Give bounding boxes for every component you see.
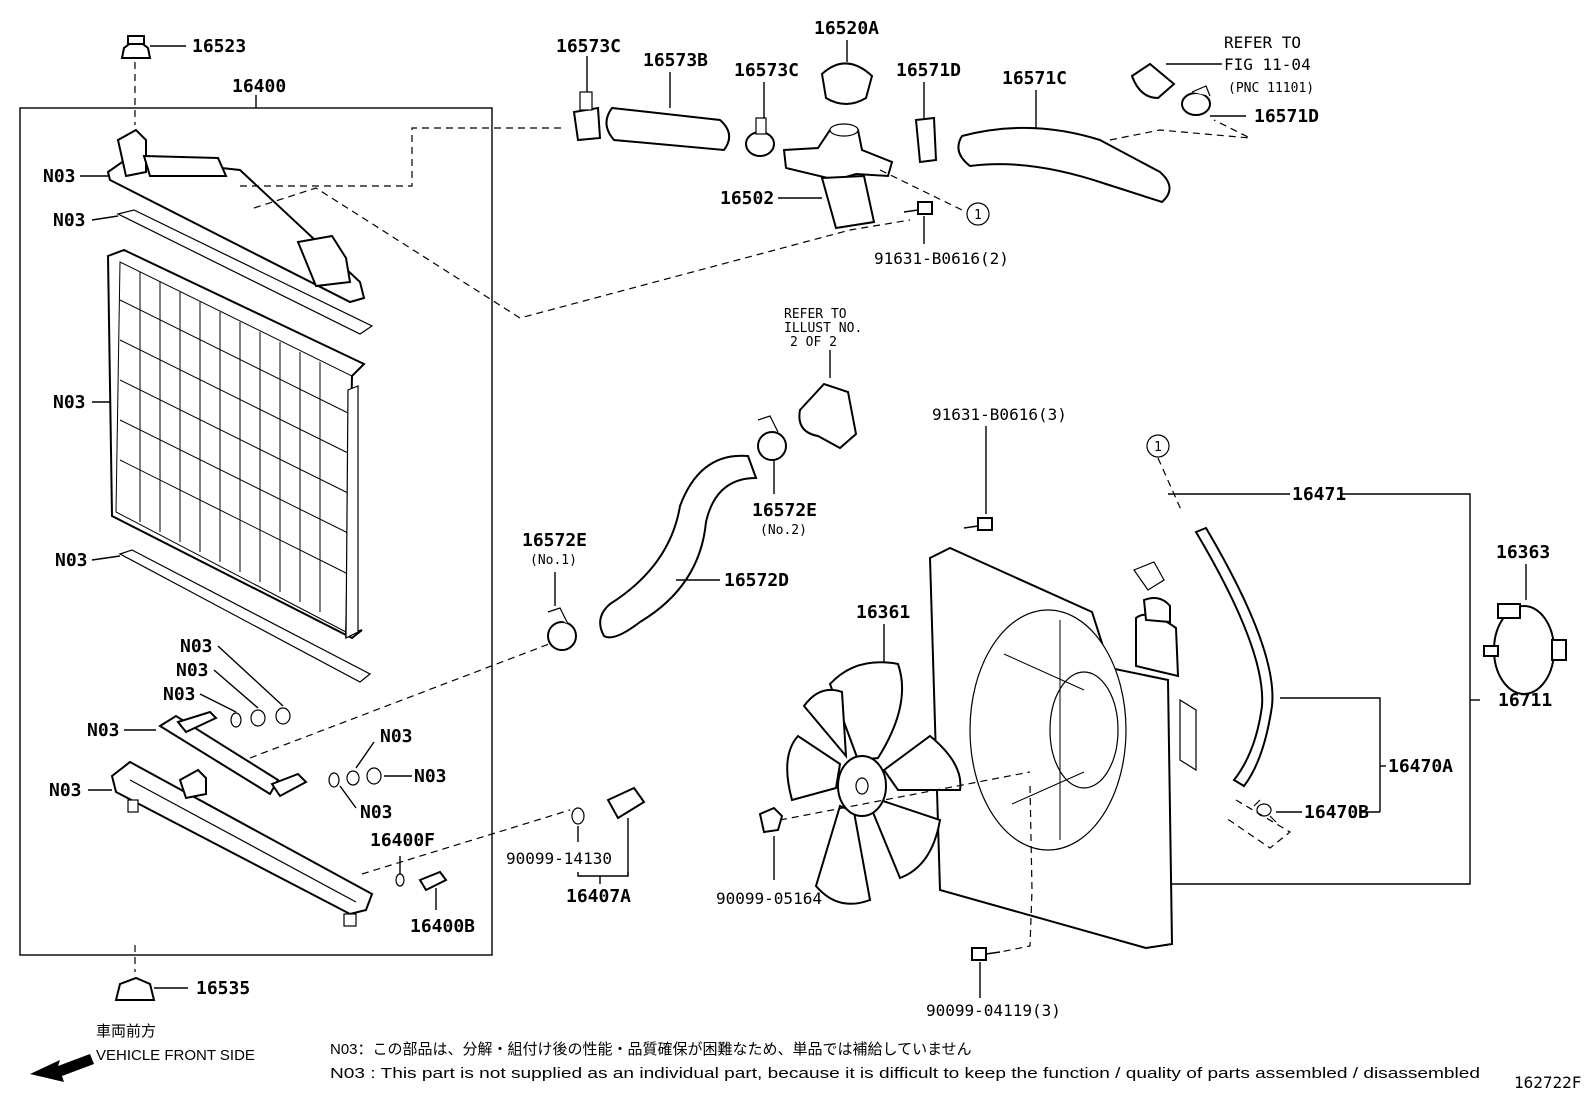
fan-motor-16363[interactable] (1483, 603, 1567, 695)
label-n03-lower-gasket[interactable]: N03 (55, 550, 88, 571)
label-n03-core[interactable]: N03 (53, 392, 86, 413)
bolt-91631-B0616-3[interactable] (963, 517, 993, 531)
cooling-fan-16361[interactable] (786, 661, 962, 905)
label-n03-upper-gasket[interactable]: N03 (53, 210, 86, 231)
oring-set[interactable] (230, 707, 382, 788)
label-16571D-top[interactable]: 16571D (896, 60, 961, 81)
label-n03-right-1[interactable]: N03 (380, 726, 413, 747)
label-no1: (No.1) (530, 553, 577, 568)
label-16572D[interactable]: 16572D (724, 570, 789, 591)
radiator-hose-16571C[interactable] (957, 126, 1171, 204)
label-16520A[interactable]: 16520A (814, 18, 879, 39)
label-n03-oring-1[interactable]: N03 (180, 636, 213, 657)
radiator-hose-16572D[interactable] (599, 454, 758, 639)
filler-cap-16520A[interactable] (820, 62, 874, 105)
label-n03-lower-tank[interactable]: N03 (49, 780, 82, 801)
svg-text:REFER TO: REFER TO (1224, 33, 1301, 52)
svg-text:1: 1 (1154, 440, 1162, 455)
label-16573B[interactable]: 16573B (643, 50, 708, 71)
reference-illust-2-of-2: REFER TO ILLUST NO. 2 OF 2 (784, 307, 862, 350)
radiator-upper-tank[interactable] (106, 128, 366, 304)
radiator-lower-tank[interactable] (110, 760, 374, 927)
label-90099-14130[interactable]: 90099-14130 (506, 849, 612, 868)
bolt-91631-B0616-2[interactable] (903, 201, 933, 215)
svg-text:REFER TO: REFER TO (784, 307, 847, 322)
label-16407A[interactable]: 16407A (566, 886, 631, 907)
hose-clamp-16573C-right[interactable] (745, 117, 775, 157)
front-direction-arrow-icon (30, 1054, 94, 1082)
hose-clamp-16571D-top[interactable] (914, 116, 938, 164)
label-16571C[interactable]: 16571C (1002, 68, 1067, 89)
label-91631-B0616-2[interactable]: 91631-B0616(2) (874, 249, 1009, 268)
fan-shroud-16711[interactable] (928, 546, 1197, 950)
svg-text:(PNC 11101): (PNC 11101) (1228, 81, 1314, 96)
label-91631-B0616-3[interactable]: 91631-B0616(3) (932, 405, 1067, 424)
oring-90099-14130[interactable] (571, 807, 585, 825)
radiator-core[interactable] (106, 248, 366, 640)
svg-text:1: 1 (974, 208, 982, 223)
label-n03-right-2[interactable]: N03 (414, 766, 447, 787)
label-n03-right-3[interactable]: N03 (360, 802, 393, 823)
label-90099-05164[interactable]: 90099-05164 (716, 889, 822, 908)
hose-end-ref[interactable] (1130, 62, 1176, 100)
label-16572E-no2[interactable]: 16572E (752, 500, 817, 521)
label-16400[interactable]: 16400 (232, 76, 286, 97)
reference-circle-1-right: 1 (1146, 434, 1170, 458)
temperature-switch-16407A[interactable] (606, 786, 646, 820)
label-16572E-no1[interactable]: 16572E (522, 530, 587, 551)
radiator-support-cushion-16535[interactable] (114, 976, 188, 1001)
label-16502[interactable]: 16502 (720, 188, 774, 209)
label-n03-oil-pipe[interactable]: N03 (87, 720, 120, 741)
label-16470B[interactable]: 16470B (1304, 802, 1369, 823)
vehicle-front-label-jp: 車両前方 (96, 1023, 156, 1040)
hose-clamp-16572E-no2[interactable] (757, 415, 787, 461)
hose-clamp-16573C-left[interactable] (572, 91, 602, 142)
svg-text:ILLUST NO.: ILLUST NO. (784, 321, 862, 336)
radiator-lower-gasket[interactable] (118, 549, 372, 683)
reference-circle-1-top: 1 (966, 202, 990, 226)
label-16471[interactable]: 16471 (1292, 484, 1346, 505)
water-outlet-16502[interactable] (782, 123, 894, 230)
label-16573C-right[interactable]: 16573C (734, 60, 799, 81)
bolt-90099-04119-3[interactable] (971, 947, 1001, 961)
label-n03-oring-3[interactable]: N03 (163, 684, 196, 705)
overflow-hose-16470A[interactable] (1194, 526, 1274, 788)
reference-fig-11-04: REFER TO FIG 11-04 (PNC 11101) (1224, 33, 1314, 96)
svg-text:FIG 11-04: FIG 11-04 (1224, 55, 1311, 74)
hose-clip-16470B[interactable] (1253, 799, 1277, 823)
drain-cock-plug[interactable] (395, 870, 448, 892)
label-16711[interactable]: 16711 (1498, 690, 1552, 711)
radiator-upper-gasket[interactable] (116, 209, 374, 335)
label-16571D-right[interactable]: 16571D (1254, 106, 1319, 127)
label-no2: (No.2) (760, 523, 807, 538)
radiator-hose-16573B[interactable] (605, 106, 731, 152)
hose-clamp-16572E-no1[interactable] (547, 607, 577, 651)
label-16363[interactable]: 16363 (1496, 542, 1550, 563)
oil-cooler-pipe[interactable] (158, 710, 308, 798)
note-n03-en: N03 : This part is not supplied as an in… (330, 1065, 1480, 1082)
nut-90099-05164[interactable] (758, 806, 784, 834)
figure-number: 162722F (1514, 1073, 1581, 1092)
label-90099-04119-3[interactable]: 90099-04119(3) (926, 1001, 1061, 1020)
label-16523[interactable]: 16523 (192, 36, 246, 57)
water-inlet-fitting[interactable] (798, 382, 858, 450)
hose-clamp-16571D-right[interactable] (1181, 85, 1211, 116)
label-n03-upper-tank[interactable]: N03 (43, 166, 76, 187)
radiator-cap-16523[interactable] (120, 35, 186, 59)
svg-text:2 OF 2: 2 OF 2 (790, 335, 837, 350)
label-16361[interactable]: 16361 (856, 602, 910, 623)
label-16470A[interactable]: 16470A (1388, 756, 1453, 777)
label-16400F[interactable]: 16400F (370, 830, 435, 851)
label-16573C-left[interactable]: 16573C (556, 36, 621, 57)
note-n03-jp: N03：この部品は、分解・組付け後の性能・品質確保が困難なため、単品では補給して… (330, 1040, 972, 1058)
label-n03-oring-2[interactable]: N03 (176, 660, 209, 681)
label-16535[interactable]: 16535 (196, 978, 250, 999)
vehicle-front-label-en: VEHICLE FRONT SIDE (96, 1047, 255, 1064)
label-16400B[interactable]: 16400B (410, 916, 475, 937)
